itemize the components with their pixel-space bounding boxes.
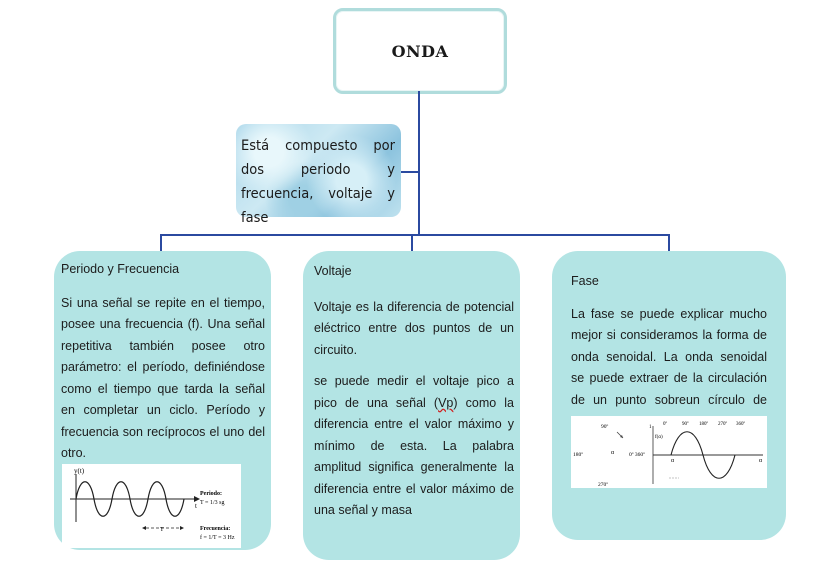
figure-period-label: Periodo: — [200, 491, 222, 497]
left-mid-left-label: 180º — [573, 452, 583, 458]
figure-period-value: T = 1/3 sg — [200, 500, 224, 506]
alpha-end-label: α — [759, 458, 763, 464]
connector-summary-stub — [401, 171, 419, 173]
vp-term: Vp — [438, 395, 454, 410]
card-heading: Periodo y Frecuencia — [61, 262, 180, 276]
card-heading: Fase — [571, 274, 599, 288]
phase-diagram: 90º 180º 0º 360º 270º α 1 f(α) 0º 90º 18… — [573, 421, 763, 488]
figure-ylabel: y(t) — [74, 467, 85, 475]
sine-wave-diagram: y(t) t Periodo: T = 1/3 sg T Frecuencia:… — [70, 467, 235, 541]
card-body-2: se puede medir el voltaje pico a pico de… — [314, 371, 514, 522]
figure-xlabel: t — [195, 502, 197, 510]
title-node: ONDA — [333, 8, 507, 94]
connector-horizontal — [161, 234, 669, 236]
left-alpha-label: α — [611, 450, 615, 456]
figure-t-marker: T — [160, 527, 164, 533]
figure-freq-value: f = 1/T = 3 Hz — [200, 534, 235, 541]
connector-right-drop — [668, 234, 670, 251]
tick-90: 90º — [682, 421, 689, 427]
card-body-2-post: ) como la diferencia entre el valor máxi… — [314, 395, 514, 518]
connector-left-drop — [160, 234, 162, 251]
left-mid-right-label: 0º 360º — [629, 452, 645, 458]
figure-freq-label: Frecuencia: — [200, 526, 230, 532]
card-voltaje: Voltaje Voltaje es la diferencia de pote… — [303, 251, 520, 560]
tick-180: 180º — [699, 421, 709, 427]
card-body: La fase se puede explicar mucho mejor si… — [571, 306, 767, 429]
title-text: ONDA — [391, 41, 449, 61]
period-frequency-figure: y(t) t Periodo: T = 1/3 sg T Frecuencia:… — [62, 464, 241, 548]
summary-node: Está compuesto por dos periodo y frecuen… — [236, 124, 401, 226]
tick-0: 0º — [663, 421, 668, 427]
summary-text: Está compuesto por dos periodo y frecuen… — [241, 138, 395, 226]
card-fase: Fase La fase se puede explicar mucho mej… — [552, 251, 786, 540]
left-top-label: 90º — [601, 424, 609, 430]
alpha-mid-label: α — [671, 458, 675, 464]
card-heading: Voltaje — [314, 264, 352, 278]
card-body-1: Voltaje es la diferencia de potencial el… — [314, 299, 514, 357]
card-body: Si una señal se repite en el tiempo, pos… — [61, 295, 265, 461]
connector-middle-drop — [411, 234, 413, 251]
axis-one-label: 1 — [649, 425, 652, 430]
connector-main-vertical — [418, 91, 420, 234]
left-bottom-label: 270º — [598, 482, 608, 488]
card-body-2-pre: se puede medir el voltaje pico a pico de… — [314, 374, 514, 410]
axis-sin-label: f(α) — [655, 435, 663, 440]
phase-figure: 90º 180º 0º 360º 270º α 1 f(α) 0º 90º 18… — [571, 416, 767, 488]
tick-360: 360º — [736, 421, 746, 427]
tick-270: 270º — [718, 421, 728, 427]
